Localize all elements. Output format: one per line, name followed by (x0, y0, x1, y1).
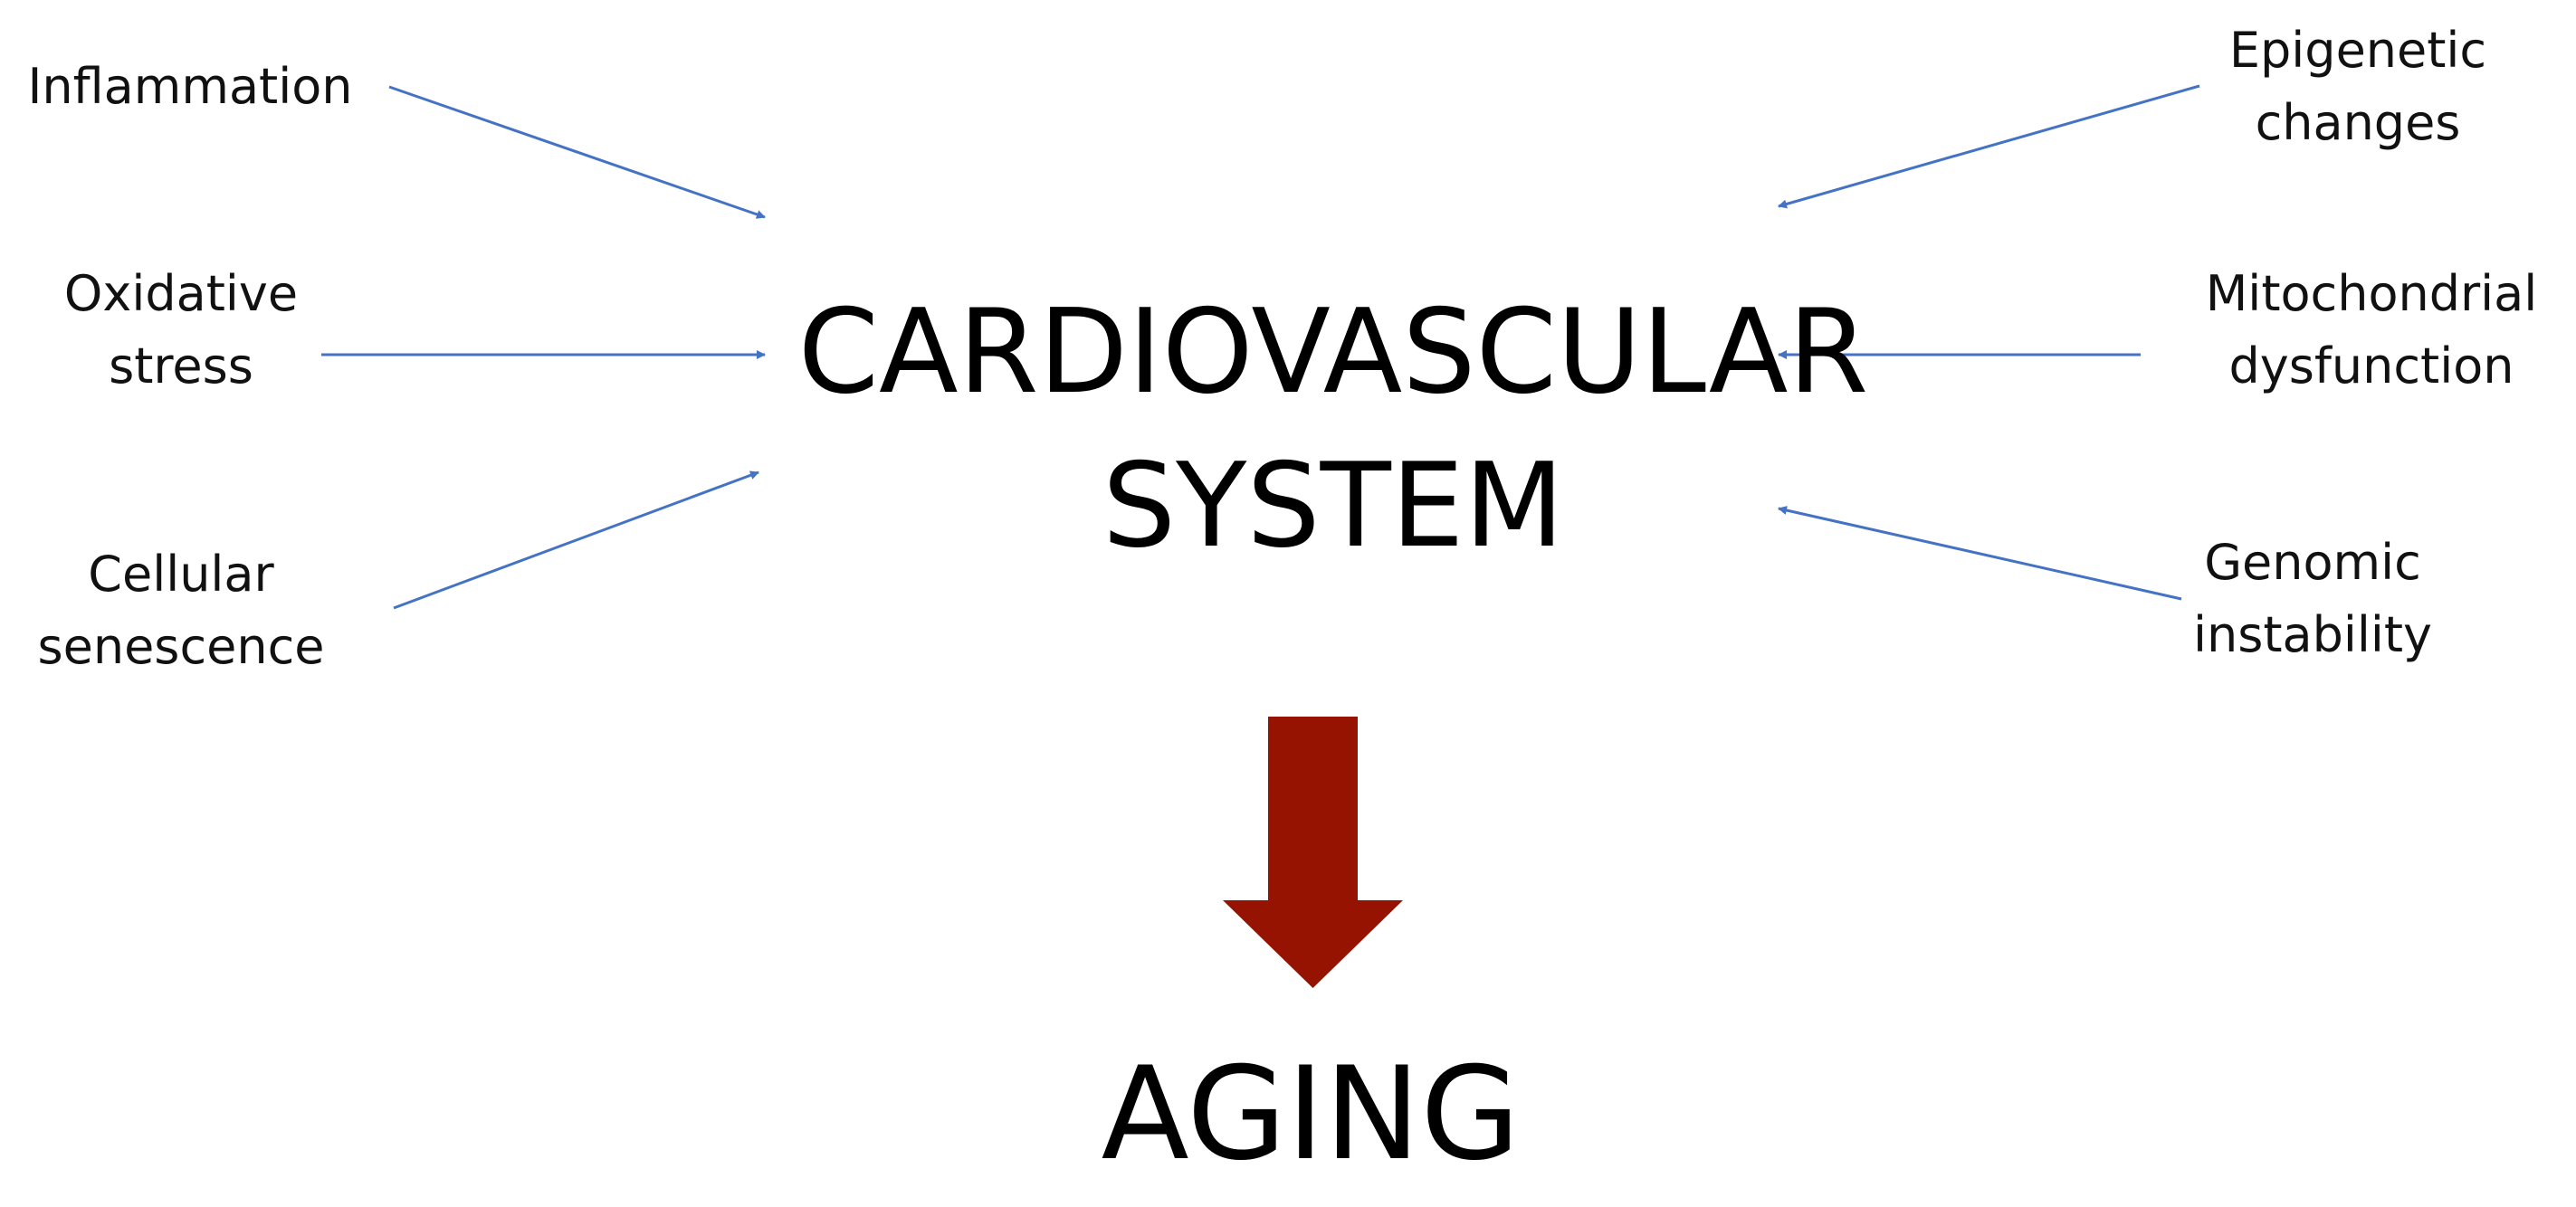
factor-inflammation-line-1: Inflammation (27, 58, 353, 115)
factor-oxidative-line-2: stress (109, 337, 253, 394)
central-label-line-1: CARDIOVASCULAR (797, 285, 1869, 420)
big-down-arrow (1223, 717, 1403, 988)
factor-cellular-line-2: senescence (37, 618, 325, 675)
central-label: CARDIOVASCULAR SYSTEM (745, 276, 1922, 584)
factor-cellular-line-1: Cellular (88, 546, 274, 603)
factor-inflammation: Inflammation (9, 51, 371, 123)
outcome-label: AGING (1101, 1040, 1521, 1189)
arrow-inflammation (388, 85, 766, 219)
factor-epigenetic-line-2: changes (2255, 94, 2461, 151)
factor-genomic-line-2: instability (2192, 606, 2433, 663)
arrow-genomic-instability (1778, 506, 2182, 601)
factor-oxidative-stress: Oxidative stress (0, 258, 362, 403)
arrow-epigenetic-changes (1778, 84, 2200, 209)
arrow-cellular-senescence (393, 470, 759, 610)
factor-genomic-instability: Genomic instability (2132, 527, 2494, 671)
factor-mitochondrial-line-1: Mitochondrial (2205, 265, 2538, 322)
factor-mitochondrial-dysfunction: Mitochondrial dysfunction (2172, 258, 2571, 403)
factor-cellular-senescence: Cellular senescence (0, 538, 362, 683)
factor-mitochondrial-line-2: dysfunction (2228, 337, 2514, 394)
factor-oxidative-line-1: Oxidative (63, 265, 299, 322)
factor-genomic-line-1: Genomic (2204, 534, 2421, 591)
factor-epigenetic-changes: Epigenetic changes (2177, 14, 2539, 159)
central-label-line-2: SYSTEM (1102, 439, 1565, 574)
factor-epigenetic-line-1: Epigenetic (2228, 22, 2487, 79)
